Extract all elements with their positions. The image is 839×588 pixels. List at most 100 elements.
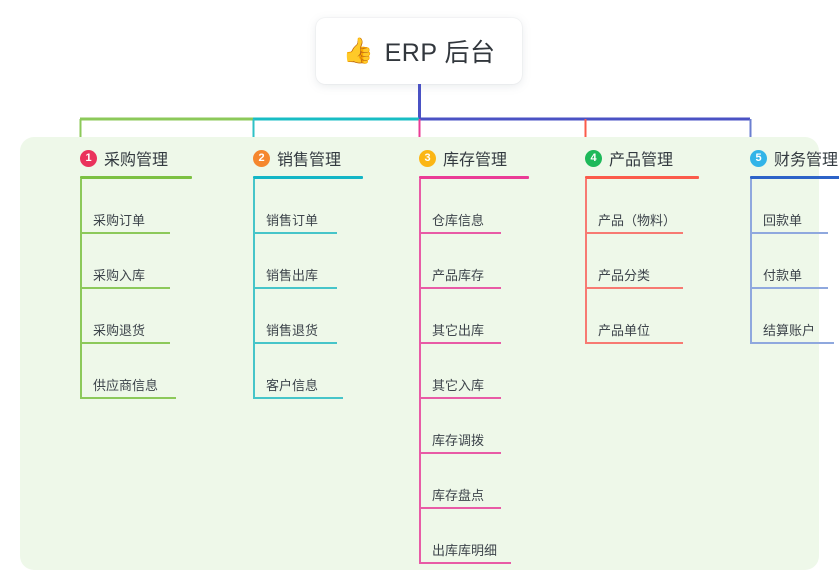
column-badge-4: 4: [585, 149, 602, 167]
column-badge-1: 1: [80, 149, 97, 167]
column-1: 1 采购管理采购订单采购入库采购退货供应商信息: [64, 146, 192, 399]
list-item-rule: [419, 562, 511, 564]
column-rule-3: [419, 176, 529, 179]
list-item[interactable]: 回款单: [750, 179, 839, 234]
column-header-3[interactable]: 3 库存管理: [403, 146, 529, 170]
list-item-label: 库存调拨: [432, 433, 485, 448]
list-item-rule: [750, 287, 828, 289]
column-rule-1: [80, 176, 192, 179]
list-item[interactable]: 采购订单: [80, 179, 192, 234]
list-item-label: 库存盘点: [432, 488, 485, 503]
list-item-label: 其它入库: [432, 378, 485, 393]
list-item-label: 产品（物料）: [598, 213, 677, 228]
list-item-label: 采购入库: [93, 268, 146, 283]
list-item-label: 销售出库: [266, 268, 319, 283]
column-item-list-2: 销售订单销售出库销售退货客户信息: [237, 179, 363, 399]
list-item-rule: [80, 397, 176, 399]
column-3: 3 库存管理仓库信息产品库存其它出库其它入库库存调拨库存盘点出库库明细: [403, 146, 529, 564]
list-item[interactable]: 销售退货: [253, 289, 363, 344]
column-2: 2 销售管理销售订单销售出库销售退货客户信息: [237, 146, 363, 399]
list-item-label: 产品分类: [598, 268, 651, 283]
list-item-label: 结算账户: [763, 323, 816, 338]
list-item-label: 回款单: [763, 213, 803, 228]
column-header-5[interactable]: 5 财务管理: [734, 146, 839, 170]
list-item-rule: [253, 342, 337, 344]
column-badge-5: 5: [750, 149, 767, 167]
list-item[interactable]: 其它出库: [419, 289, 529, 344]
list-item[interactable]: 销售出库: [253, 234, 363, 289]
list-item-label: 客户信息: [266, 378, 319, 393]
column-header-2[interactable]: 2 销售管理: [237, 146, 363, 170]
list-item[interactable]: 销售订单: [253, 179, 363, 234]
column-badge-2: 2: [253, 149, 270, 167]
root-node-title: ERP 后台: [384, 39, 496, 67]
column-title-4: 产品管理: [609, 152, 674, 169]
list-item[interactable]: 采购入库: [80, 234, 192, 289]
list-item-rule: [585, 287, 683, 289]
list-item-rule: [253, 397, 343, 399]
column-title-2: 销售管理: [277, 152, 342, 169]
list-item[interactable]: 付款单: [750, 234, 839, 289]
column-rule-5: [750, 176, 839, 179]
column-spine-1: [80, 179, 82, 399]
list-item-label: 供应商信息: [93, 378, 159, 393]
list-item-label: 销售退货: [266, 323, 319, 338]
column-title-5: 财务管理: [774, 152, 839, 169]
root-node-card[interactable]: 👍 ERP 后台: [316, 18, 522, 84]
column-header-4[interactable]: 4 产品管理: [569, 146, 699, 170]
column-item-list-5: 回款单付款单结算账户: [734, 179, 839, 344]
list-item-label: 其它出库: [432, 323, 485, 338]
list-item-label: 采购订单: [93, 213, 146, 228]
column-spine-3: [419, 179, 421, 564]
list-item[interactable]: 仓库信息: [419, 179, 529, 234]
list-item[interactable]: 结算账户: [750, 289, 839, 344]
list-item-rule: [80, 232, 170, 234]
list-item-rule: [419, 232, 501, 234]
list-item-label: 产品库存: [432, 268, 485, 283]
list-item-label: 产品单位: [598, 323, 651, 338]
list-item-rule: [80, 342, 170, 344]
list-item[interactable]: 产品单位: [585, 289, 699, 344]
column-item-list-4: 产品（物料） 产品分类产品单位: [569, 179, 699, 344]
list-item-rule: [419, 397, 501, 399]
list-item-rule: [80, 287, 170, 289]
column-spine-5: [750, 179, 752, 344]
list-item[interactable]: 库存盘点: [419, 454, 529, 509]
list-item-rule: [253, 232, 337, 234]
column-spine-2: [253, 179, 255, 399]
list-item-rule: [419, 342, 501, 344]
thumbs-up-icon: 👍: [342, 36, 374, 65]
column-rule-4: [585, 176, 699, 179]
list-item-rule: [419, 507, 501, 509]
list-item-rule: [419, 287, 501, 289]
list-item-rule: [750, 342, 834, 344]
column-item-list-1: 采购订单采购入库采购退货供应商信息: [64, 179, 192, 399]
list-item[interactable]: 客户信息: [253, 344, 363, 399]
list-item-label: 采购退货: [93, 323, 146, 338]
column-header-1[interactable]: 1 采购管理: [64, 146, 192, 170]
list-item[interactable]: 出库库明细: [419, 509, 529, 564]
column-spine-4: [585, 179, 587, 344]
list-item-label: 付款单: [763, 268, 803, 283]
list-item-label: 仓库信息: [432, 213, 485, 228]
list-item[interactable]: 采购退货: [80, 289, 192, 344]
list-item-rule: [585, 342, 683, 344]
column-5: 5 财务管理回款单付款单结算账户: [734, 146, 839, 344]
list-item-rule: [750, 232, 828, 234]
list-item[interactable]: 产品库存: [419, 234, 529, 289]
column-title-3: 库存管理: [443, 152, 508, 169]
list-item[interactable]: 产品分类: [585, 234, 699, 289]
list-item[interactable]: 其它入库: [419, 344, 529, 399]
column-rule-2: [253, 176, 363, 179]
list-item-rule: [253, 287, 337, 289]
list-item[interactable]: 供应商信息: [80, 344, 192, 399]
column-badge-3: 3: [419, 149, 436, 167]
list-item[interactable]: 产品（物料）: [585, 179, 699, 234]
list-item-rule: [585, 232, 683, 234]
column-item-list-3: 仓库信息产品库存其它出库其它入库库存调拨库存盘点出库库明细: [403, 179, 529, 564]
list-item[interactable]: 库存调拨: [419, 399, 529, 454]
column-title-1: 采购管理: [104, 152, 169, 169]
list-item-rule: [419, 452, 501, 454]
list-item-label: 销售订单: [266, 213, 319, 228]
